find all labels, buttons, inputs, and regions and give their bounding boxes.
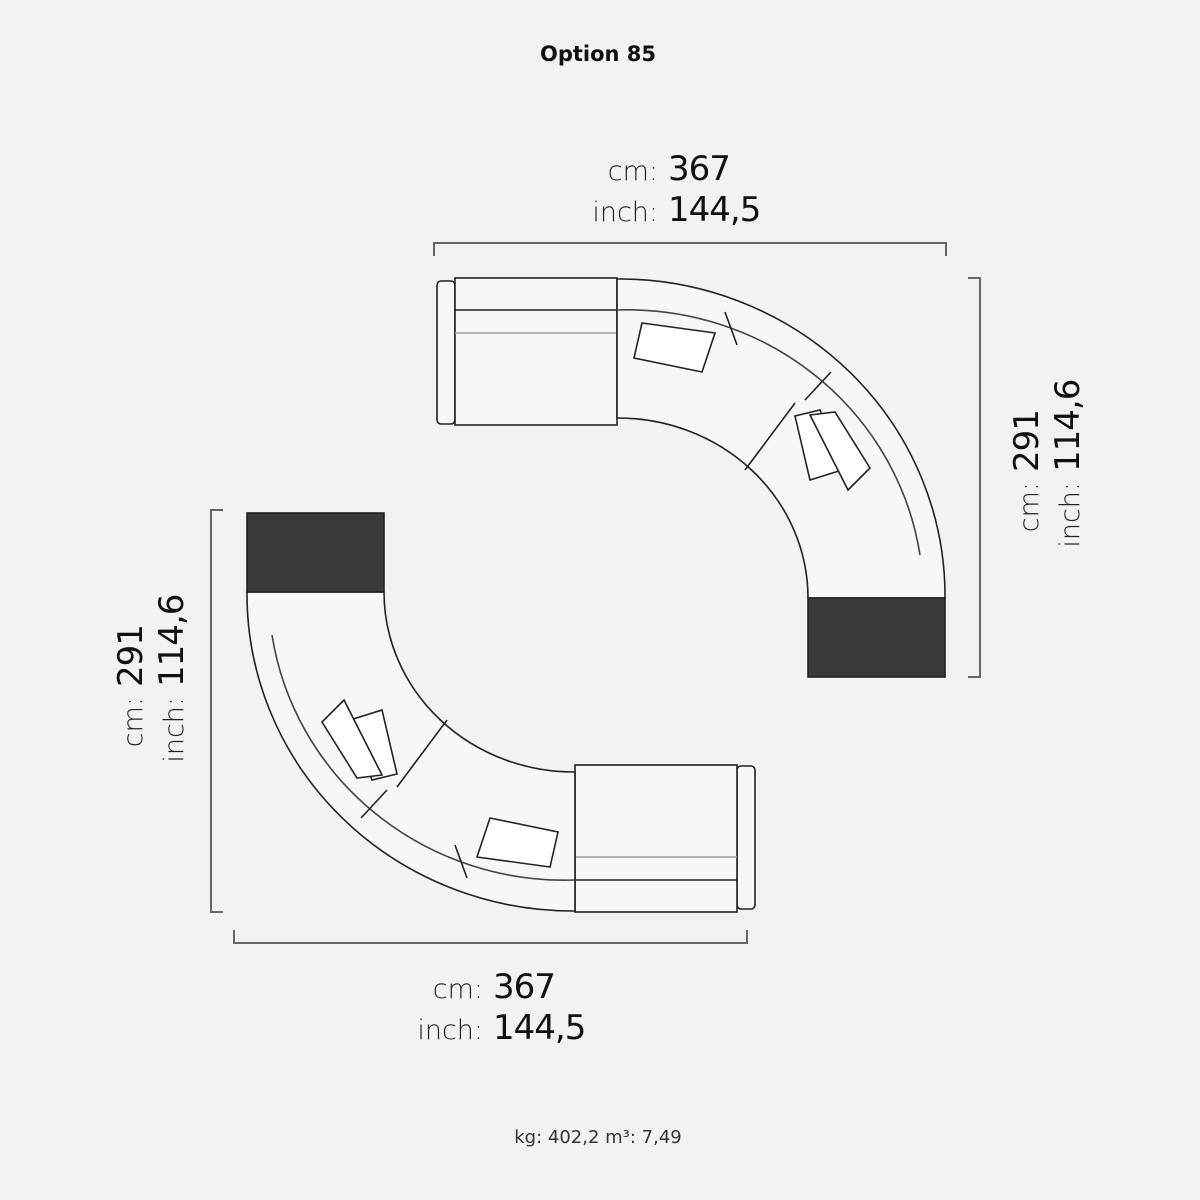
sofa-bottom	[246, 512, 756, 913]
weight-volume-info: kg: 402,2 m³: 7,49	[514, 1127, 682, 1148]
sofa-top	[436, 277, 946, 678]
pillow	[633, 322, 717, 373]
top-width-label: cm:367 inch:144,5	[592, 149, 761, 230]
right-dimension-line	[968, 277, 981, 678]
top-dimension-line	[433, 242, 947, 256]
left-depth-label: cm:291 inch:114,6	[111, 594, 192, 763]
bottom-width-label: cm:367 inch:144,5	[417, 967, 586, 1048]
option-title: Option 85	[539, 42, 657, 66]
bottom-dimension-line	[233, 930, 748, 944]
left-dimension-line	[210, 509, 223, 913]
sofa-arm	[436, 280, 456, 425]
sofa-straight-seat	[454, 277, 618, 426]
pillow	[808, 411, 872, 492]
side-table	[807, 597, 946, 678]
right-depth-label: cm:291 inch:114,6	[1007, 379, 1088, 548]
dimension-lines	[210, 242, 981, 944]
